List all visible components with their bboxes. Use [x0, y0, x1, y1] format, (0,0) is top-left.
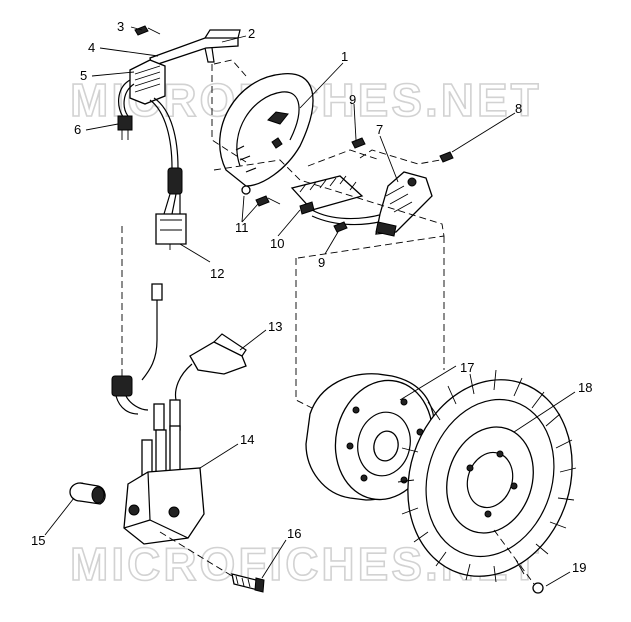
stator-plate-1 — [219, 73, 314, 187]
label-part-11: 11 — [235, 220, 249, 235]
spark-plug-cap-13 — [169, 333, 247, 431]
flywheel-17 — [305, 373, 436, 501]
cap-15 — [69, 482, 106, 505]
screw-3 — [134, 25, 161, 36]
screw-19 — [493, 529, 544, 594]
label-part-5: 5 — [80, 68, 87, 83]
cooling-fan-18 — [397, 369, 577, 583]
rectifier-5 — [129, 59, 166, 105]
label-part-19: 19 — [572, 560, 586, 575]
leader-lines — [44, 26, 576, 587]
hv-leads — [111, 226, 181, 481]
connector-6 — [117, 115, 133, 140]
coil-10 — [290, 175, 364, 215]
bolt-16 — [159, 531, 265, 593]
screws-11 — [241, 185, 281, 207]
label-part-14: 14 — [240, 432, 254, 447]
label-part-9-lower: 9 — [318, 255, 325, 270]
label-part-13: 13 — [268, 319, 282, 334]
label-part-9-upper: 9 — [349, 92, 356, 107]
label-part-10: 10 — [270, 236, 284, 251]
mounting-bracket — [149, 29, 241, 67]
label-part-15: 15 — [31, 533, 45, 548]
label-part-18: 18 — [578, 380, 592, 395]
connector-12 — [155, 213, 187, 250]
assembly-lines-upper — [211, 59, 445, 409]
wire-harness — [118, 79, 183, 215]
label-part-17: 17 — [460, 360, 474, 375]
label-part-2: 2 — [248, 26, 255, 41]
label-part-12: 12 — [210, 266, 224, 281]
label-part-3: 3 — [117, 19, 124, 34]
label-part-7: 7 — [376, 122, 383, 137]
ignition-coil-14 — [123, 467, 205, 545]
screws-8-9 — [333, 137, 454, 233]
part-labels: 3 2 4 5 6 1 9 8 7 11 10 9 12 13 17 18 14… — [31, 19, 592, 575]
pickup-coil-7 — [375, 171, 433, 237]
label-part-8: 8 — [515, 101, 522, 116]
label-part-16: 16 — [287, 526, 301, 541]
label-part-6: 6 — [74, 122, 81, 137]
label-part-4: 4 — [88, 40, 95, 55]
label-part-1: 1 — [341, 49, 348, 64]
